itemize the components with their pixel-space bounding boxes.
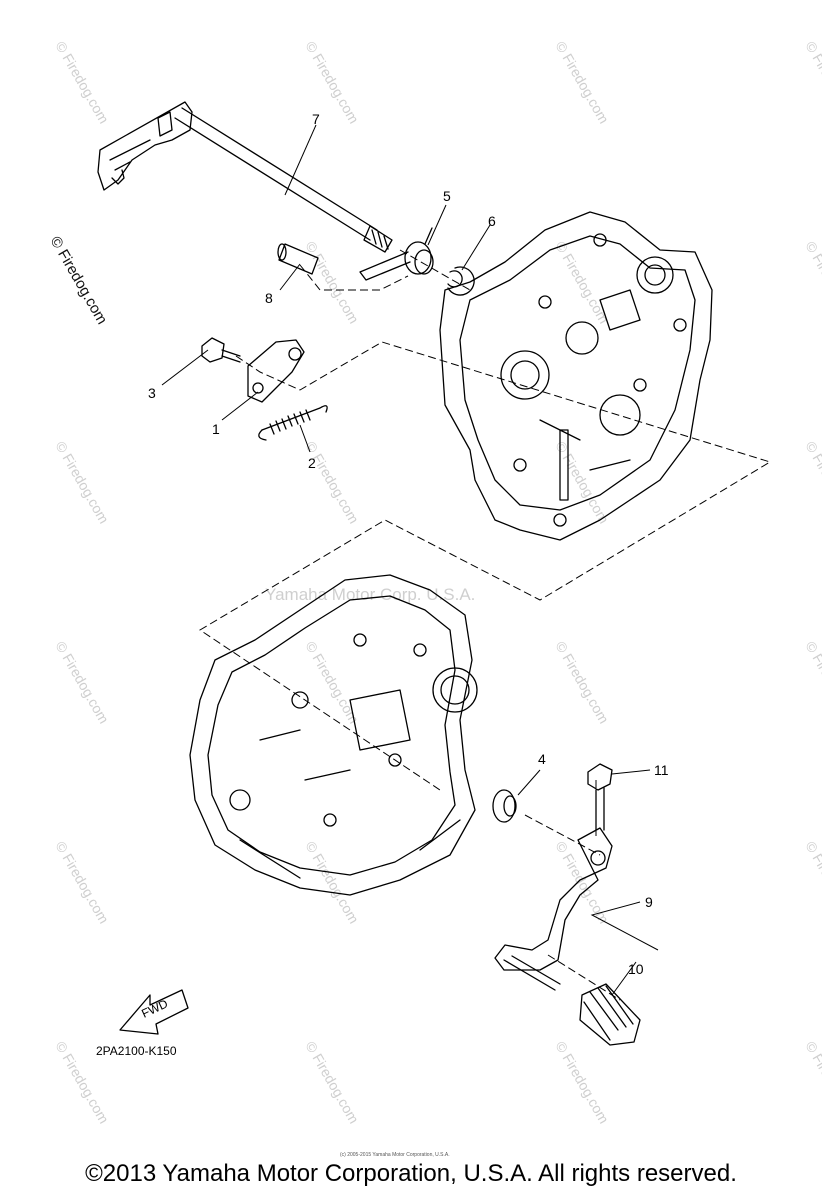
watermark-tile: © Firedog.com: [552, 39, 612, 127]
callout-7: 7: [312, 111, 320, 127]
watermark-tiles: © Firedog.com © Firedog.com © Firedog.com ©…: [52, 39, 822, 1127]
watermark-tile: © Firedog.com: [802, 239, 822, 327]
crankcase-right: [439, 211, 713, 541]
center-watermark: Yamaha Motor Corp. U.S.A.: [265, 585, 475, 604]
fwd-label: FWD: [139, 996, 170, 1020]
watermark-tile: © Firedog.com: [552, 239, 612, 327]
watermark-tile: © Firedog.com: [52, 39, 112, 127]
bolt-part: [201, 337, 241, 363]
pedal-bolt-part: [587, 763, 613, 831]
alignment-lines: [199, 249, 772, 1001]
watermark-tile: © Firedog.com: [302, 439, 362, 527]
copyright-footer: ©2013 Yamaha Motor Corporation, U.S.A. A…: [85, 1160, 737, 1187]
stopper-lever-part: [247, 339, 305, 403]
pedal-rubber-part: [579, 983, 641, 1046]
tiny-copyright: (c) 2005-2015 Yamaha Motor Corporation, …: [340, 1152, 450, 1158]
coil-spring-part: [258, 405, 328, 441]
watermark-tile: © Firedog.com: [552, 639, 612, 727]
watermark-tile: © Firedog.com: [552, 839, 612, 927]
spring-part: [359, 227, 434, 281]
callout-2: 2: [308, 455, 316, 471]
watermark-tile: © Firedog.com: [802, 639, 822, 727]
watermark-tile: © Firedog.com: [802, 1039, 822, 1127]
callout-4: 4: [538, 751, 546, 767]
watermark-tile: © Firedog.com: [552, 1039, 612, 1127]
shift-pedal-part: [494, 827, 613, 991]
watermark-tile: © Firedog.com: [52, 839, 112, 927]
watermark-tile: © Firedog.com: [302, 839, 362, 927]
callout-6: 6: [488, 213, 496, 229]
callout-9: 9: [645, 894, 653, 910]
callout-10: 10: [628, 961, 644, 977]
diagram-code: 2PA2100-K150: [96, 1044, 177, 1058]
shift-shaft-part: [97, 101, 393, 253]
watermark-tile: © Firedog.com: [52, 439, 112, 527]
fwd-arrow-icon: [119, 989, 189, 1035]
crankcase-left: [189, 574, 478, 896]
watermark-tile: © Firedog.com: [802, 839, 822, 927]
watermark-tile: © Firedog.com: [302, 239, 362, 327]
leader-lines: [161, 124, 659, 996]
watermark-tile: © Firedog.com: [802, 439, 822, 527]
callout-1: 1: [212, 421, 220, 437]
watermark-tile: © Firedog.com: [52, 639, 112, 727]
watermark-tile: © Firedog.com: [302, 1039, 362, 1127]
watermark-tile: © Firedog.com: [302, 639, 362, 727]
callout-11: 11: [654, 762, 669, 778]
side-watermark: © Firedog.com: [47, 234, 111, 328]
callout-5: 5: [443, 188, 451, 204]
watermark-tile: © Firedog.com: [552, 439, 612, 527]
oil-seal-part: [492, 789, 517, 823]
callout-8: 8: [265, 290, 273, 306]
dowel-pin-part: [277, 243, 319, 275]
circlip-part: [447, 266, 475, 296]
watermark-tile: © Firedog.com: [802, 39, 822, 127]
callout-3: 3: [148, 385, 156, 401]
